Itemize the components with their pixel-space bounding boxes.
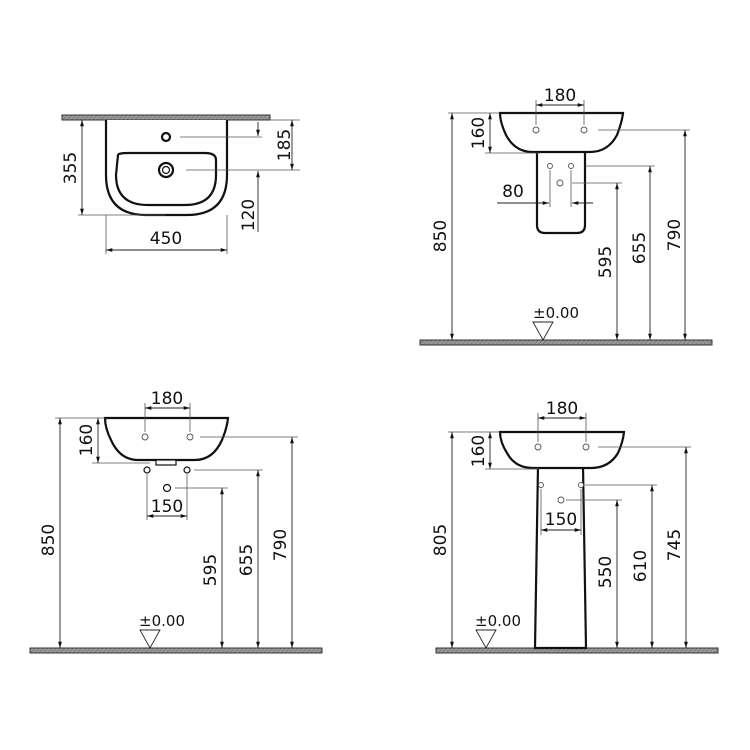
dim-h2: 655 (630, 232, 650, 264)
basin-side (103, 416, 230, 462)
dim-width: 450 (150, 229, 182, 249)
dim-rim-height: 850 (39, 524, 59, 556)
wall-bar (61, 114, 271, 121)
dim-basin-height: 160 (469, 435, 489, 467)
dim-h3: 550 (596, 556, 616, 588)
top-view-drawing: 355 185 120 450 (61, 114, 300, 254)
dim-rim-height: 805 (431, 524, 451, 556)
basin-bowl (114, 151, 218, 207)
dim-tap-spacing: 180 (151, 389, 183, 409)
dim-pedestal-width: 80 (502, 182, 524, 202)
dim-tap-spacing: 180 (544, 86, 576, 106)
dim-pipe-spacing: 150 (151, 497, 183, 517)
tap-hole (160, 131, 172, 143)
dim-rim-height: 850 (431, 220, 451, 252)
floor-bar (419, 339, 713, 346)
floor-level: ±0.00 (475, 612, 521, 630)
floor-level: ±0.00 (139, 612, 185, 630)
dim-basin-height: 160 (469, 117, 489, 149)
dim-h1: 745 (665, 529, 685, 561)
floor-level-icon (475, 629, 497, 649)
dim-depth: 355 (61, 152, 81, 184)
dim-h3: 595 (596, 246, 616, 278)
basin-side (498, 111, 625, 154)
dim-tap-spacing: 180 (546, 399, 578, 419)
wall-hung-drawing: 180 160 150 850 790 655 595 ±0.00 (29, 389, 323, 654)
dim-basin-height: 160 (77, 424, 97, 456)
basin-side (498, 430, 626, 470)
floor-level: ±0.00 (533, 304, 579, 322)
dim-h2: 610 (631, 550, 651, 582)
floor-level-icon (532, 321, 554, 341)
dim-pipe-spacing: 150 (545, 510, 577, 530)
dim-tap-to-wall: 185 (275, 129, 295, 161)
floor-level-icon (139, 629, 161, 649)
half-pedestal (535, 150, 587, 235)
full-pedestal (533, 465, 588, 650)
dim-waste-offset: 120 (239, 199, 259, 231)
floor-bar (29, 647, 323, 654)
dim-h1: 790 (665, 219, 685, 251)
dim-h2: 655 (237, 544, 257, 576)
dim-h3: 595 (201, 554, 221, 586)
full-pedestal-drawing: 180 160 150 805 745 610 550 ±0.00 (431, 399, 719, 654)
half-pedestal-drawing: 180 160 80 850 790 655 595 ±0.00 (419, 86, 713, 346)
dim-h1: 790 (271, 529, 291, 561)
